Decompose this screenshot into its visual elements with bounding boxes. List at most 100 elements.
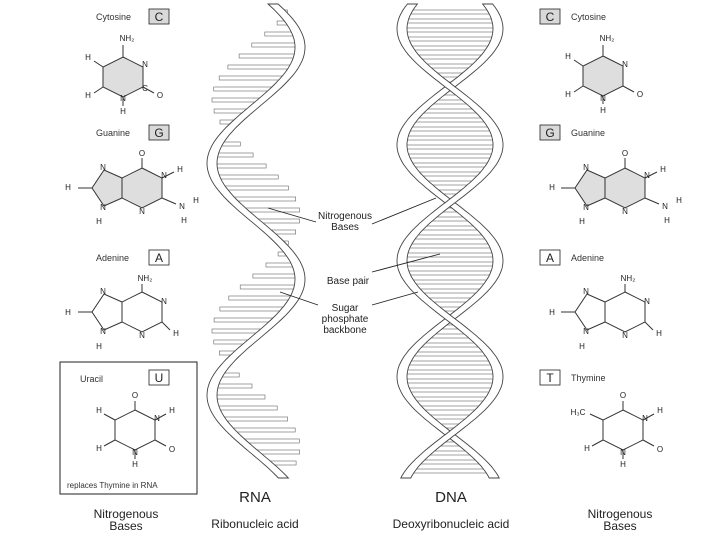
svg-text:N: N xyxy=(179,202,185,211)
rna-base-rung xyxy=(229,427,296,433)
svg-text:H: H xyxy=(181,216,187,225)
right-adenine-code: A xyxy=(546,251,554,265)
dna-base-pair-rung xyxy=(415,54,485,60)
rna-base-rung xyxy=(238,53,300,59)
left-uracil-structure: O H H H N O N H xyxy=(96,391,175,469)
rna-base-rung xyxy=(211,97,263,103)
callout-sugar-line2: phosphate xyxy=(322,314,369,325)
dna-base-pair-rung xyxy=(416,288,484,294)
dna-subtitle: Deoxyribonucleic acid xyxy=(393,517,510,531)
svg-text:N: N xyxy=(622,207,628,216)
svg-text:H: H xyxy=(620,460,626,469)
callout-nitrogenous-line2: Bases xyxy=(331,222,359,233)
rna-base-rung xyxy=(230,196,297,202)
right-guanine-name: Guanine xyxy=(571,128,605,138)
dna-base-pair-rung xyxy=(404,360,495,366)
svg-text:N: N xyxy=(120,94,126,103)
uracil-box xyxy=(59,361,198,495)
right-guanine-code-box xyxy=(539,124,561,141)
right-guanine-structure: O H N N H H N N N H H xyxy=(549,149,682,226)
svg-text:N: N xyxy=(583,203,589,212)
svg-text:H: H xyxy=(120,107,126,116)
svg-text:H: H xyxy=(96,406,102,415)
svg-text:C: C xyxy=(142,84,148,93)
dna-title: DNA xyxy=(435,489,467,506)
svg-text:O: O xyxy=(132,391,138,400)
dna-base-pair-rung xyxy=(409,468,491,474)
left-cytosine-name: Cytosine xyxy=(96,12,131,22)
rna-base-rung xyxy=(211,163,267,169)
svg-text:O: O xyxy=(637,90,643,99)
svg-text:H: H xyxy=(85,53,91,62)
left-guanine-code-box xyxy=(148,124,170,141)
rna-base-rung xyxy=(213,86,275,92)
left-cytosine-structure: NH₂ N C O N H H H xyxy=(85,34,163,116)
svg-text:O: O xyxy=(622,149,628,158)
svg-text:N: N xyxy=(622,60,628,69)
svg-text:N: N xyxy=(100,327,106,336)
svg-text:H: H xyxy=(96,444,102,453)
rna-base-rung xyxy=(251,42,301,48)
svg-text:N: N xyxy=(583,287,589,296)
right-thymine-structure: O H₃C H H N O N H xyxy=(571,391,664,469)
left-adenine-structure: NH₂ H N N H N N H xyxy=(65,274,179,351)
left-uracil-code: U xyxy=(155,371,164,385)
dna-base-pair-rung xyxy=(409,279,491,285)
svg-text:H: H xyxy=(549,308,555,317)
rna-base-rung xyxy=(212,152,254,158)
svg-text:O: O xyxy=(657,445,663,454)
svg-text:NH₂: NH₂ xyxy=(600,34,615,43)
left-footer-line1: Nitrogenous xyxy=(94,507,159,521)
dna-base-pair-rung xyxy=(412,117,488,123)
right-thymine-code-box xyxy=(539,369,561,386)
callout-nitrogenous-line1: Nitrogenous xyxy=(318,211,372,222)
dna-backbone-strand-a xyxy=(396,3,504,479)
right-adenine-name: Adenine xyxy=(571,253,604,263)
dna-base-pair-rung xyxy=(408,162,492,168)
dna-base-pair-rung xyxy=(401,378,498,384)
svg-text:H: H xyxy=(664,216,670,225)
left-guanine-name: Guanine xyxy=(96,128,130,138)
svg-text:N: N xyxy=(139,207,145,216)
svg-text:H: H xyxy=(584,444,590,453)
rna-subtitle: Ribonucleic acid xyxy=(211,517,298,531)
svg-text:H: H xyxy=(565,52,571,61)
svg-text:H: H xyxy=(65,308,71,317)
dna-base-pair-rung xyxy=(402,135,498,141)
right-thymine-name: Thymine xyxy=(571,373,606,383)
left-adenine-name: Adenine xyxy=(96,253,129,263)
svg-text:N: N xyxy=(100,163,106,172)
svg-text:H₃C: H₃C xyxy=(571,408,586,417)
dna-base-pair-rung xyxy=(417,405,483,411)
svg-text:N: N xyxy=(100,287,106,296)
rna-base-rung xyxy=(221,185,289,191)
callout-sugar-line3: backbone xyxy=(323,325,367,336)
callout-leaders xyxy=(267,197,441,306)
dna-base-pair-rung xyxy=(420,108,480,114)
svg-text:O: O xyxy=(139,149,145,158)
callout-sugar-line1: Sugar xyxy=(332,303,359,314)
svg-text:H: H xyxy=(600,106,606,115)
right-cytosine-code-box xyxy=(539,8,561,25)
dna-base-pair-rung xyxy=(403,153,497,159)
dna-backbone-strand-b xyxy=(396,3,504,479)
right-adenine-structure: NH₂ H N N H N N H xyxy=(549,274,662,351)
right-footer-line1: Nitrogenous xyxy=(588,507,653,521)
dna-base-pair-rung xyxy=(410,351,490,357)
svg-text:H: H xyxy=(656,329,662,338)
right-cytosine-name: Cytosine xyxy=(571,12,606,22)
svg-text:N: N xyxy=(139,331,145,340)
svg-text:N: N xyxy=(622,331,628,340)
right-cytosine-structure: NH₂ N O N H H H xyxy=(565,34,643,115)
rna-base-rung xyxy=(228,295,295,301)
svg-text:N: N xyxy=(142,60,148,69)
right-guanine-code: G xyxy=(545,126,554,140)
dna-base-pair-rung xyxy=(401,27,499,33)
left-footer-line2: Bases xyxy=(109,519,142,533)
svg-text:N: N xyxy=(644,297,650,306)
svg-text:NH₂: NH₂ xyxy=(120,34,135,43)
right-adenine-code-box xyxy=(539,249,561,266)
svg-text:H: H xyxy=(579,342,585,351)
svg-text:H: H xyxy=(177,165,183,174)
